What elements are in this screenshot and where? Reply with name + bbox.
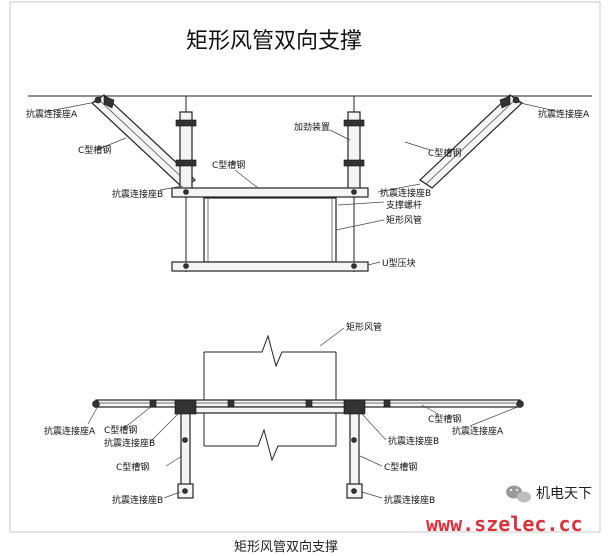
watermark: 机电天下 www.szelec.cc bbox=[426, 485, 592, 536]
right-diagonal-brace bbox=[419, 94, 523, 189]
label-bot-left-seat-a: 抗震连接座A bbox=[44, 425, 96, 437]
elevation-view: 抗震连接座A C型槽钢 抗震连接座B C型槽钢 加劲装置 抗震连接座A C型槽钢… bbox=[26, 94, 592, 272]
label-top-right-channel: C型槽钢 bbox=[428, 147, 461, 159]
label-bot-right-channel2: C型槽钢 bbox=[384, 461, 417, 473]
label-support-rod: 支撑螺杆 bbox=[386, 199, 422, 211]
plan-view: 矩形风管 抗震连接 bbox=[44, 321, 524, 506]
right-hanger bbox=[343, 96, 365, 272]
label-reinforce-device: 加劲装置 bbox=[294, 121, 330, 133]
label-bot-left-seat-b2: 抗震连接座B bbox=[112, 494, 163, 506]
label-top-left-channel: C型槽钢 bbox=[78, 144, 111, 156]
label-top-left-seat-a: 抗震连接座A bbox=[26, 108, 78, 120]
label-bot-right-seat-b: 抗震连接座B bbox=[388, 435, 439, 447]
label-bot-left-channel: C型槽钢 bbox=[104, 424, 137, 436]
label-top-duct: 矩形风管 bbox=[386, 214, 422, 226]
label-top-left-seat-b: 抗震连接座B bbox=[112, 188, 163, 200]
label-bot-left-channel2: C型槽钢 bbox=[116, 461, 149, 473]
drawing-frame bbox=[9, 1, 601, 533]
lower-channel bbox=[171, 261, 369, 272]
label-top-mid-channel: C型槽钢 bbox=[212, 159, 245, 171]
duct-section bbox=[203, 197, 337, 263]
plan-right-vertical-channel bbox=[349, 403, 360, 497]
label-u-clamp: U型压块 bbox=[382, 257, 416, 269]
left-diagonal-brace bbox=[91, 94, 196, 189]
label-bot-left-seat-b: 抗震连接座B bbox=[104, 437, 155, 449]
plan-cross-member bbox=[177, 406, 363, 414]
label-plan-duct: 矩形风管 bbox=[346, 321, 382, 333]
label-bot-right-seat-b2: 抗震连接座B bbox=[384, 494, 435, 506]
plan-left-vertical-channel bbox=[180, 403, 191, 497]
label-bot-right-seat-a: 抗震连接座A bbox=[452, 425, 504, 437]
diagram-title: 矩形风管双向支撑 bbox=[186, 29, 362, 54]
label-bot-right-channel: C型槽钢 bbox=[428, 413, 461, 425]
left-hanger bbox=[175, 96, 197, 272]
label-top-right-seat-a: 抗震连接座A bbox=[538, 108, 590, 120]
brand-name: 机电天下 bbox=[536, 486, 592, 502]
upper-channel bbox=[171, 187, 369, 198]
site-url: www.szelec.cc bbox=[426, 512, 583, 536]
label-top-right-seat-b: 抗震连接座B bbox=[380, 187, 431, 199]
figure-caption: 矩形风管双向支撑 bbox=[234, 539, 338, 555]
wechat-icon bbox=[506, 485, 531, 503]
